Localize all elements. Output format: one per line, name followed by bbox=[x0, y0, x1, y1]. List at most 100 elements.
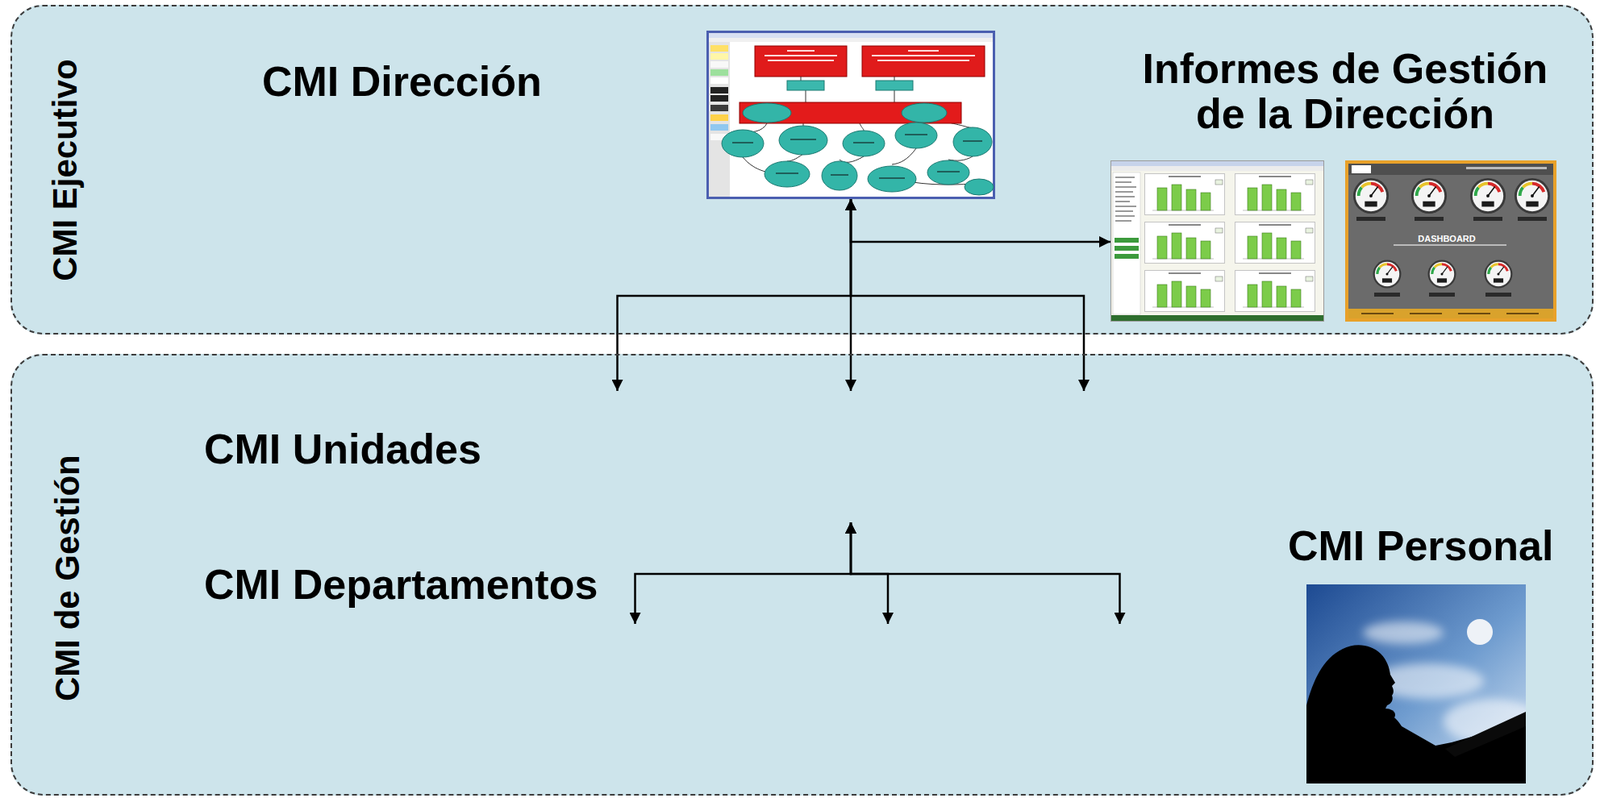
report-screenshot bbox=[1115, 186, 1137, 188]
photo-box: CMI Personal bbox=[1306, 584, 1526, 784]
strategy-map-screenshot bbox=[867, 166, 917, 192]
report-screenshot bbox=[1115, 176, 1135, 179]
person-photo bbox=[1306, 645, 1526, 784]
dashboard-screenshot bbox=[1428, 260, 1457, 289]
strategy-map-screenshot bbox=[790, 138, 817, 141]
report-screenshot bbox=[1111, 315, 1324, 321]
strategy-map-screenshot bbox=[891, 148, 917, 165]
strategy-map-screenshot bbox=[805, 90, 807, 103]
band-fill bbox=[10, 354, 1594, 796]
report-screenshot bbox=[1115, 220, 1132, 222]
strategy-map-screenshot bbox=[948, 156, 973, 161]
band-region: CMI de GestiónCMI UnidadesCMI Departamen… bbox=[10, 354, 1594, 796]
report-screenshot bbox=[1111, 166, 1324, 171]
connector-arrow bbox=[850, 199, 1111, 242]
report-screenshot bbox=[1114, 254, 1139, 259]
strategy-map-screenshot bbox=[710, 69, 729, 76]
dashboard-screenshot bbox=[1473, 216, 1503, 221]
person-photo bbox=[1445, 712, 1526, 758]
report-screenshot bbox=[1115, 200, 1130, 203]
report-screenshot bbox=[1115, 191, 1134, 193]
strategy-map-screenshot bbox=[710, 77, 729, 84]
strategy-map-screenshot bbox=[830, 174, 849, 176]
dashboard-screenshot bbox=[1361, 312, 1539, 315]
dashboard-screenshot bbox=[1348, 163, 1554, 175]
strategy-map-screenshot bbox=[800, 76, 802, 81]
report-screenshot bbox=[1115, 210, 1134, 213]
strategy-map-screenshot bbox=[962, 140, 983, 142]
strategy-map-screenshot bbox=[708, 32, 995, 199]
report-screenshot bbox=[1145, 270, 1225, 313]
strategy-map-screenshot bbox=[859, 123, 864, 131]
screen-caption: DASHBOARD bbox=[1417, 233, 1476, 244]
strategy-map-screenshot bbox=[710, 104, 729, 112]
strategy-map-screenshot bbox=[710, 95, 729, 102]
person-photo bbox=[1362, 621, 1444, 645]
strategy-map-screenshot bbox=[732, 141, 754, 144]
report-screenshot bbox=[1112, 172, 1141, 315]
heading-label: CMI Unidades bbox=[204, 425, 482, 475]
strategy-map-screenshot bbox=[894, 76, 896, 81]
strategy-map-screenshot bbox=[710, 87, 729, 94]
dashboard-screenshot bbox=[1348, 163, 1554, 319]
connector-arrow bbox=[850, 522, 1121, 625]
strategy-map-screenshot bbox=[708, 37, 993, 42]
strategy-map-screenshot bbox=[710, 124, 729, 131]
heading-label: CMI Dirección bbox=[262, 58, 542, 107]
person-photo bbox=[1375, 708, 1396, 722]
report-screenshot bbox=[1111, 161, 1324, 167]
strategy-map-screenshot bbox=[708, 33, 993, 38]
report-screenshot bbox=[1111, 161, 1325, 322]
connector-arrow bbox=[617, 199, 852, 392]
dashboard-screenshot bbox=[1348, 308, 1554, 319]
dashboard-screenshot bbox=[1353, 178, 1389, 214]
heading-label: Informes de Gestión de la Dirección bbox=[1127, 45, 1563, 137]
strategy-map-screenshot bbox=[775, 172, 799, 175]
label-holder: DASHBOARD bbox=[1406, 230, 1488, 246]
strategy-map-screenshot bbox=[710, 45, 729, 52]
strategy-map-screenshot bbox=[708, 32, 995, 199]
strategy-map-screenshot bbox=[742, 103, 792, 123]
report-screenshot bbox=[1114, 237, 1139, 259]
strategy-map-screenshot bbox=[710, 61, 729, 68]
dashboard-screenshot bbox=[1356, 216, 1547, 221]
strategy-map-screenshot bbox=[754, 45, 847, 77]
report-screenshot bbox=[1115, 215, 1135, 217]
report-screenshot bbox=[1114, 245, 1139, 251]
strategy-map-screenshot bbox=[895, 122, 938, 149]
person-photo bbox=[1306, 584, 1526, 784]
screenshot-box: CMI Unidades bbox=[530, 391, 705, 523]
connector-arrow bbox=[635, 522, 852, 625]
dashboard-screenshot bbox=[1517, 216, 1547, 221]
strategy-map-screenshot bbox=[739, 102, 962, 124]
dashboard-screenshot bbox=[1356, 216, 1386, 221]
dashboard-screenshot bbox=[1361, 312, 1394, 315]
person-photo bbox=[1306, 584, 1526, 784]
report-screenshot bbox=[1235, 174, 1316, 216]
strategy-map-screenshot bbox=[710, 53, 729, 60]
screenshot-box: CMI Departamentos bbox=[530, 624, 740, 766]
strategy-map-screenshot bbox=[708, 41, 730, 197]
strategy-map-screenshot bbox=[721, 103, 994, 196]
report-screenshot bbox=[1115, 176, 1137, 222]
strategy-map-screenshot bbox=[875, 80, 913, 91]
strategy-map-screenshot bbox=[842, 130, 885, 157]
strategy-map-screenshot bbox=[787, 80, 825, 91]
strategy-map-screenshot bbox=[879, 177, 905, 180]
strategy-map-screenshot bbox=[787, 50, 815, 52]
dashboard-screenshot bbox=[1409, 312, 1442, 315]
strategy-map-screenshot bbox=[821, 161, 858, 191]
report-box: Informes de Gestión de la Dirección bbox=[1110, 45, 1557, 322]
dashboard-screenshot bbox=[1374, 292, 1400, 297]
dashboard-screenshot bbox=[1466, 166, 1547, 170]
dashboard-screenshot bbox=[1470, 178, 1506, 214]
strategy-map-screenshot bbox=[901, 103, 947, 123]
heading-label: CMI Departamentos bbox=[204, 561, 598, 610]
dashboard-screenshot bbox=[1429, 292, 1455, 297]
report-screenshot bbox=[1145, 222, 1225, 264]
strategy-map-screenshot bbox=[937, 170, 960, 173]
strategy-map-screenshot bbox=[908, 50, 939, 52]
heading-label: CMI Personal bbox=[1287, 522, 1554, 571]
report-screenshot bbox=[1115, 205, 1137, 208]
